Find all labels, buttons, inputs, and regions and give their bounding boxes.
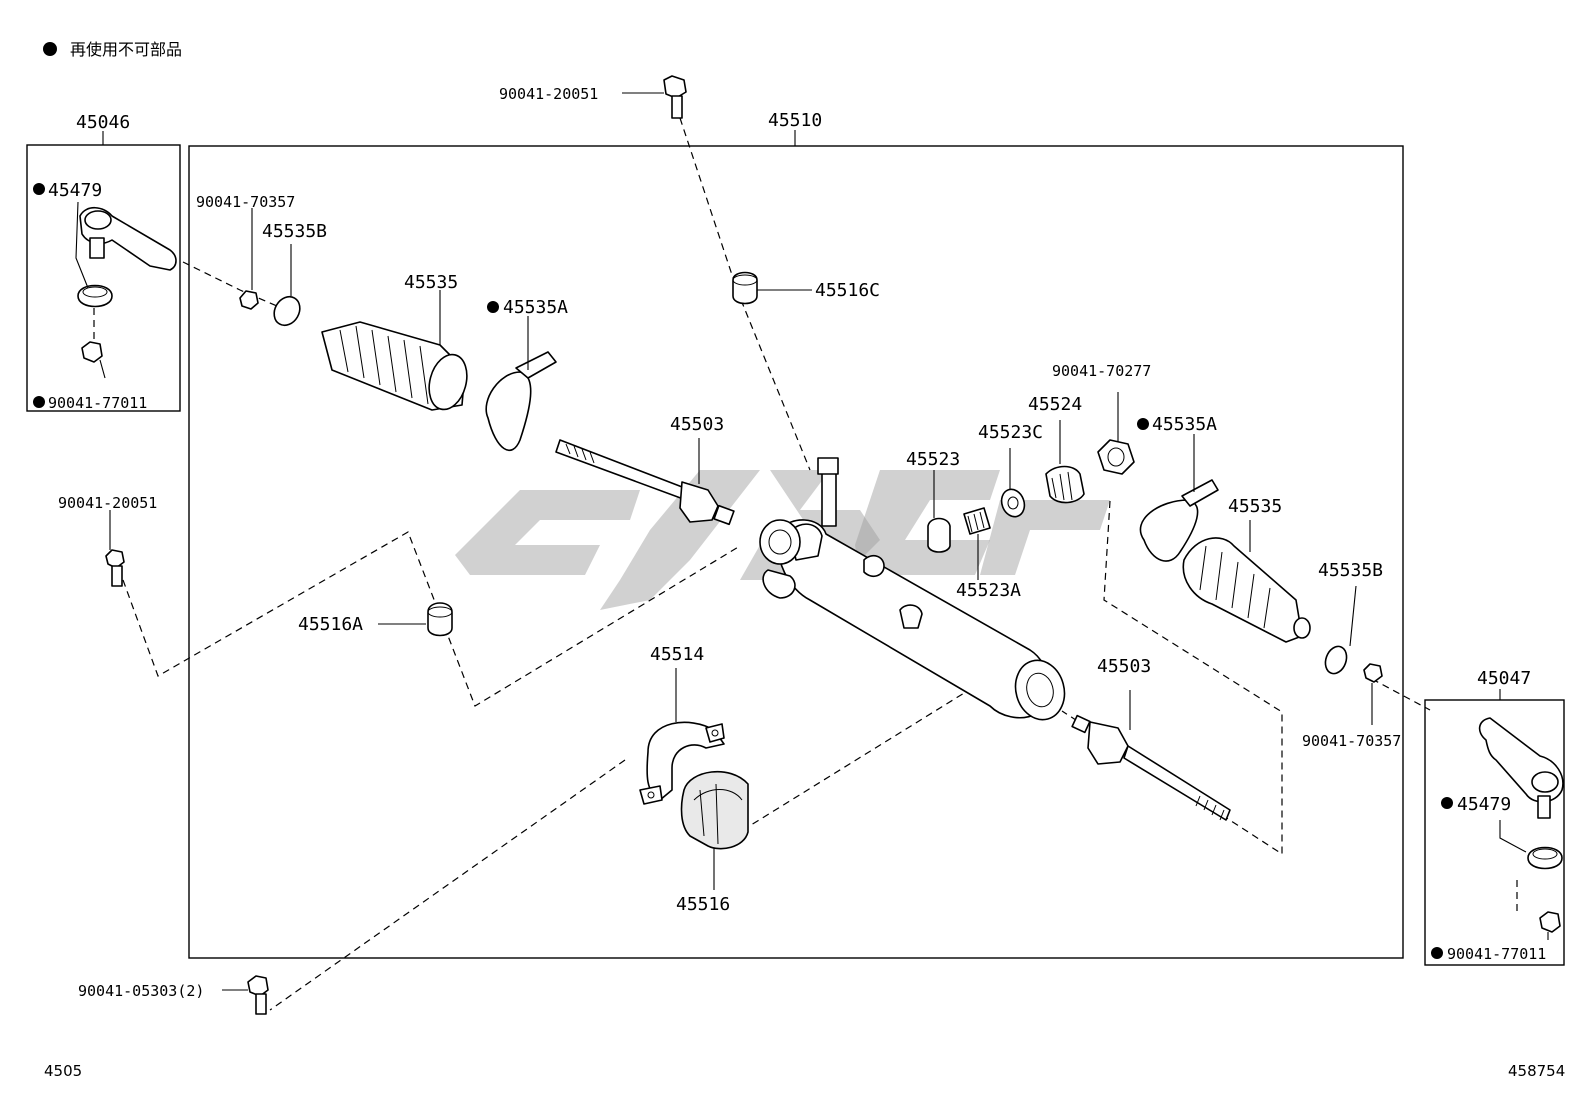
nut-70357-right (1363, 663, 1383, 683)
label-45516C: 45516C (815, 280, 880, 301)
label-45479-right: 45479 (1457, 794, 1511, 815)
clip-45535B-right (1324, 645, 1348, 675)
label-45524: 45524 (1028, 394, 1082, 415)
label-45510: 45510 (768, 110, 822, 131)
tie-rod-end-right (1478, 717, 1564, 933)
label-45535-right: 45535 (1228, 496, 1282, 517)
tie-rod-45503-right (1071, 714, 1231, 821)
bushing-45516C (732, 271, 758, 305)
label-45535B-left: 45535B (262, 221, 327, 242)
spring-45523A (963, 507, 991, 535)
legend-bullet-icon (43, 42, 57, 56)
clamp-45535A-left (485, 351, 557, 452)
bolt-bottom (247, 975, 269, 1015)
label-45523A: 45523A (956, 580, 1021, 601)
group-box-45047 (1424, 699, 1565, 966)
label-45514: 45514 (650, 644, 704, 665)
grommet-45516 (680, 770, 749, 850)
label-45046: 45046 (76, 112, 130, 133)
clamp-45535A-right (1139, 479, 1219, 562)
label-bolt-left: 90041-20051 (58, 494, 157, 512)
rack-guide-45523 (927, 517, 951, 553)
label-nut-left: 90041-77011 (48, 394, 147, 412)
label-45047: 45047 (1477, 668, 1531, 689)
non-reusable-bullet-icon (1137, 418, 1149, 430)
tie-rod-45503-left (555, 439, 735, 526)
label-45503-left: 45503 (670, 414, 724, 435)
bushing-45516A (427, 602, 453, 637)
non-reusable-bullet-icon (33, 183, 45, 195)
label-45516A: 45516A (298, 614, 363, 635)
locknut-90041-70277 (1097, 439, 1135, 475)
footer-right-code: 458754 (1508, 1062, 1565, 1080)
label-45523: 45523 (906, 449, 960, 470)
non-reusable-bullet-icon (33, 396, 45, 408)
group-box-45510 (188, 145, 1404, 959)
legend-text: 再使用不可部品 (70, 40, 182, 59)
non-reusable-bullet-icon (1441, 797, 1453, 809)
label-45503-right: 45503 (1097, 656, 1151, 677)
nut-70357-left (239, 290, 259, 310)
label-45535A-right: 45535A (1152, 414, 1217, 435)
label-45535B-right: 45535B (1318, 560, 1383, 581)
bolt-top (663, 75, 687, 119)
bolt-left (105, 549, 125, 587)
label-45523C: 45523C (978, 422, 1043, 443)
non-reusable-bullet-icon (1431, 947, 1443, 959)
washer-45523C (1000, 488, 1026, 518)
label-70357-right: 90041-70357 (1302, 732, 1401, 750)
label-45516: 45516 (676, 894, 730, 915)
clip-45535B-left (273, 295, 301, 327)
bracket-45514 (639, 721, 725, 805)
footer-left-code: 4505 (44, 1062, 82, 1080)
label-bolt-bottom: 90041-05303(2) (78, 982, 204, 1000)
label-bolt-top: 90041-20051 (499, 85, 598, 103)
rack-housing (759, 457, 1066, 721)
label-45479-left: 45479 (48, 180, 102, 201)
label-70357-left: 90041-70357 (196, 193, 295, 211)
boot-45535-left (321, 321, 468, 411)
label-45535A-left: 45535A (503, 297, 568, 318)
label-45535-left: 45535 (404, 272, 458, 293)
boot-45535-right (1182, 537, 1311, 643)
label-70277: 90041-70277 (1052, 362, 1151, 380)
cap-45524 (1045, 465, 1085, 504)
tie-rod-end-left (77, 206, 177, 363)
label-nut-right: 90041-77011 (1447, 945, 1546, 963)
non-reusable-bullet-icon (487, 301, 499, 313)
